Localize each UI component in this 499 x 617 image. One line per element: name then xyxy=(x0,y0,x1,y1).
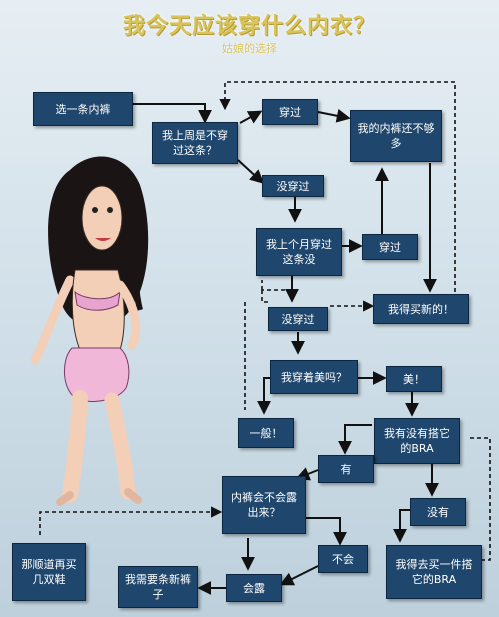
node-beautiful: 美！ xyxy=(386,366,442,392)
node-not-enough-underwear: 我的内裤还不够多 xyxy=(350,110,442,162)
node-buy-shoes: 那顺道再买几双鞋 xyxy=(12,543,86,601)
node-will-it-show-question: 内裤会不会露出来？ xyxy=(222,476,306,534)
page-subtitle: 姑娘的选择 xyxy=(222,42,277,55)
node-not-worn-1: 没穿过 xyxy=(262,175,324,197)
node-worn-last-week-question: 我上周是不穿过这条？ xyxy=(152,122,238,164)
page-title: 我今天应该穿什么内衣？ xyxy=(122,14,376,39)
node-pick-underwear: 选一条内裤 xyxy=(33,92,133,126)
node-will-show: 会露 xyxy=(226,574,282,602)
node-wont-show: 不会 xyxy=(318,545,368,573)
node-buy-matching-bra: 我得去买一件搭它的BRA xyxy=(386,545,482,599)
node-buy-new: 我得买新的！ xyxy=(373,294,469,324)
node-have: 有 xyxy=(318,455,374,483)
node-worn-2: 穿过 xyxy=(362,234,418,260)
node-so-so: 一般！ xyxy=(238,418,294,448)
node-need-new-pants: 我需要条新裤子 xyxy=(118,566,198,608)
node-matching-bra-question: 我有没有搭它的BRA xyxy=(374,418,460,464)
node-have-not: 没有 xyxy=(410,498,466,526)
node-worn-last-month-question: 我上个月穿过这条没 xyxy=(256,228,342,276)
node-not-worn-2: 没穿过 xyxy=(268,307,328,331)
node-worn-1: 穿过 xyxy=(262,99,318,125)
node-look-pretty-question: 我穿着美吗？ xyxy=(270,360,358,394)
